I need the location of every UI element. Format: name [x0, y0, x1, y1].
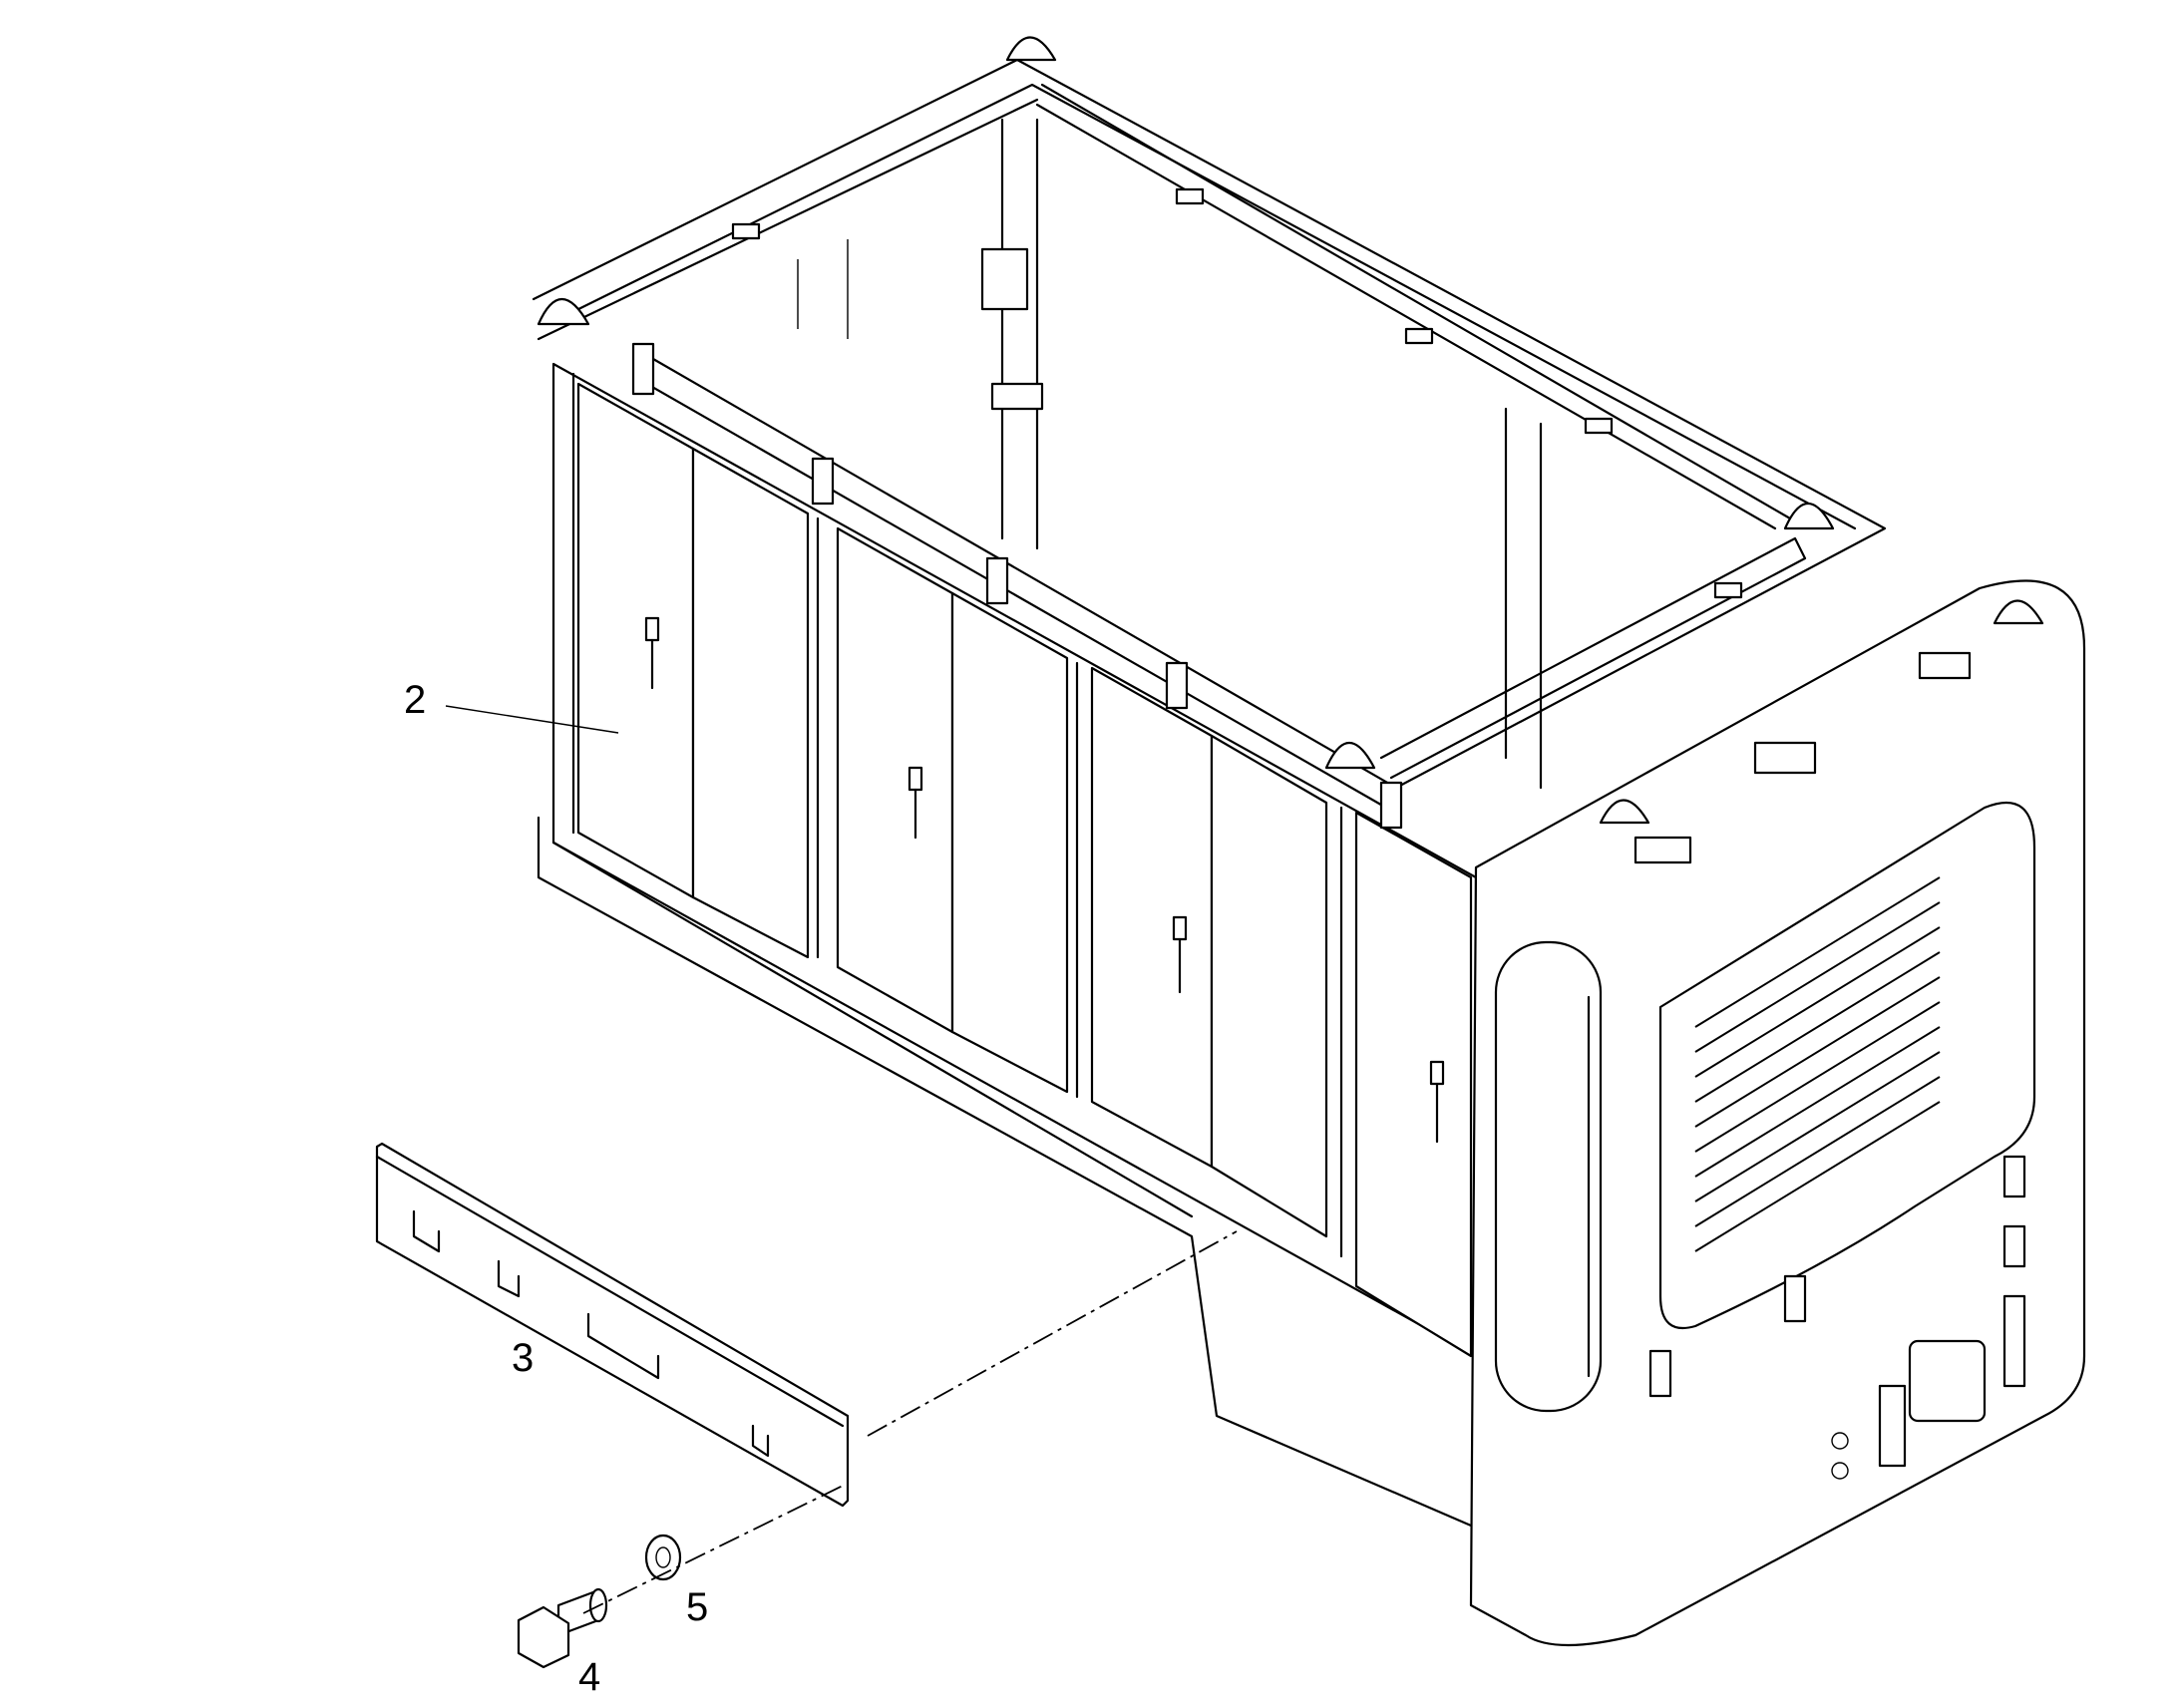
part-4-bolt [517, 1587, 608, 1669]
part-3-bottom-plate [375, 1142, 850, 1508]
rear-interior-frame [797, 118, 1543, 790]
latch-icon [644, 616, 660, 690]
side-door-panel-3 [836, 526, 954, 1034]
side-door-panel-4 [950, 591, 1069, 1094]
assembly-line-plate [867, 1230, 1238, 1437]
side-door-panel-7 [1354, 811, 1473, 1358]
latch-icon [1172, 915, 1188, 994]
side-panel-assembly [537, 342, 1478, 1528]
leader-line-2 [445, 705, 619, 734]
side-door-panel-2 [691, 447, 810, 959]
latch-icon [908, 766, 923, 840]
callout-3: 3 [512, 1336, 534, 1380]
radiator-grille [1694, 876, 1941, 1252]
latch-icon [1429, 1060, 1445, 1144]
callout-4: 4 [578, 1655, 600, 1699]
side-door-panel-6 [1210, 734, 1328, 1238]
side-door-panel-1 [576, 382, 695, 899]
assembly-line-fastener [582, 1485, 844, 1614]
top-frame [532, 36, 1887, 810]
side-door-panel-5 [1090, 666, 1214, 1169]
part-5-washer [644, 1534, 682, 1581]
callout-5: 5 [686, 1585, 708, 1629]
front-housing [1469, 579, 2086, 1647]
callout-2: 2 [404, 678, 426, 722]
